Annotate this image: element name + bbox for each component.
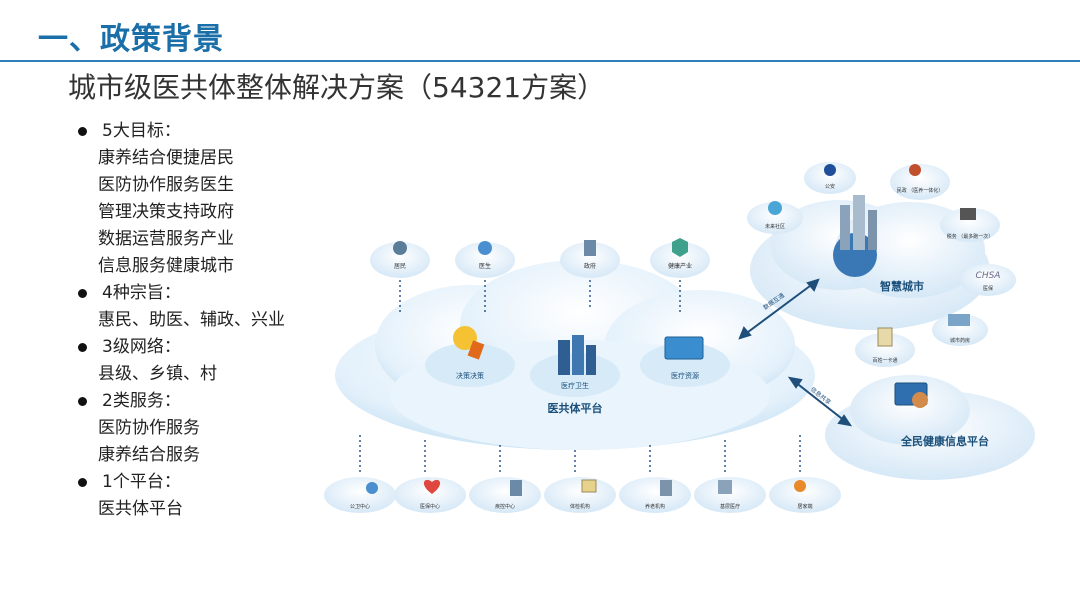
bottom-node-checkup: 体检机构 [544,477,616,513]
city-node-police: 公安 [804,162,856,194]
bottom-node-cdc: 疾控中心 [469,477,541,513]
bottom-node-elderly: 养老机构 [619,477,691,513]
inner-node-decision: 决策决策 [425,326,515,387]
sub-item: 康养结合便捷居民 [98,148,234,168]
city-node-label: 民政 （医养一体化） [897,187,944,194]
bullet-dot-icon [78,478,87,487]
city-node-tax: 税务 （最多跑一次） [940,208,1000,242]
bottom-node-label: 疾控中心 [495,503,515,510]
city-node-card: 百姓一卡通 [855,327,915,367]
bullet-dot-icon [78,397,87,406]
top-node-label: 医生 [479,262,491,270]
bottom-node-label: 基层医疗 [720,503,740,510]
sub-item: 惠民、助医、辅政、兴业 [98,310,285,330]
inner-node-label: 决策决策 [456,371,484,380]
bullet-item: 3级网络： [76,334,376,361]
bottom-node-insurance-center: 医保中心 [394,477,466,513]
sub-item: 医共体平台 [98,499,183,519]
bullet-heading: 4种宗旨： [102,283,181,303]
top-node-resident: 居民 [370,241,430,278]
bullet-list: 5大目标： 康养结合便捷居民 医防协作服务医生 管理决策支持政府 数据运营服务产… [76,118,376,523]
bullet-dot-icon [78,127,87,136]
inner-node-medical: 医疗卫生 [530,335,620,397]
svg-text:CHSA: CHSA [976,271,1001,281]
sub-item: 管理决策支持政府 [98,202,234,222]
top-node-industry: 健康产业 [650,238,710,278]
sub-item: 医防协作服务医生 [98,175,234,195]
bottom-node-label: 公卫中心 [350,503,370,510]
link-arrows [738,278,853,427]
top-node-government: 政府 [560,240,620,278]
sub-item: 康养结合服务 [98,445,200,465]
bottom-node-public-health: 公卫中心 [324,477,396,513]
title-rule [0,60,1080,62]
bottom-node-label: 体检机构 [570,503,590,510]
health-cloud: 全民健康信息平台 [825,375,1035,480]
city-node-label: 医保 [983,285,993,292]
bottom-node-primary-care: 基层医疗 [694,477,766,513]
top-node-label: 居民 [394,263,406,270]
bullet-heading: 3级网络： [102,337,181,357]
city-node-label: 税务 （最多跑一次） [947,233,994,240]
bottom-node-label: 医保中心 [420,503,440,510]
bottom-node-label: 养老机构 [645,503,665,510]
city-node-label: 百姓一卡通 [872,357,897,364]
bullet-item: 2类服务： [76,388,376,415]
health-cloud-label: 全民健康信息平台 [900,434,989,448]
city-node-label: 未来社区 [765,223,785,230]
bullet-heading: 5大目标： [102,121,181,141]
main-cloud-label: 医共体平台 [548,401,603,415]
sub-item: 县级、乡镇、村 [98,364,217,384]
city-node-civil: 民政 （医养一体化） [890,164,950,200]
bullet-dot-icon [78,289,87,298]
bullet-item: 1个平台： [76,469,376,496]
bottom-connectors [359,435,801,475]
top-node-label: 健康产业 [668,262,692,270]
top-node-label: 政府 [584,262,596,270]
architecture-diagram: 决策决策 医疗卫生 医疗资源 医共体平台 居民 医生 政府 健康产业 [324,162,1035,513]
bullet-heading: 1个平台： [102,472,181,492]
city-node-community: 未来社区 [747,201,803,234]
top-connectors [399,280,681,315]
city-node-pharmacy: 城市药房 [932,314,988,346]
top-node-doctor: 医生 [455,241,515,278]
slide-subtitle: 城市级医共体整体解决方案（54321方案） [68,71,606,104]
city-node-insurance: CHSA 医保 [960,264,1016,296]
sub-item: 信息服务健康城市 [98,256,234,276]
bullet-item: 5大目标： [76,118,376,145]
inner-node-label: 医疗卫生 [561,381,589,390]
inner-node-resource: 医疗资源 [640,336,730,387]
bullet-item: 4种宗旨： [76,280,376,307]
city-node-label: 公安 [825,183,835,190]
slide-title: 一、政策背景 [38,22,224,57]
bottom-node-home: 居家端 [769,477,841,513]
bottom-node-label: 居家端 [797,503,812,510]
sub-item: 医防协作服务 [98,418,200,438]
city-node-label: 城市药房 [950,337,970,344]
inner-node-label: 医疗资源 [671,371,699,380]
city-cloud-label: 智慧城市 [880,279,924,293]
sub-item: 数据运营服务产业 [98,229,234,249]
bullet-heading: 2类服务： [102,391,181,411]
bullet-dot-icon [78,343,87,352]
